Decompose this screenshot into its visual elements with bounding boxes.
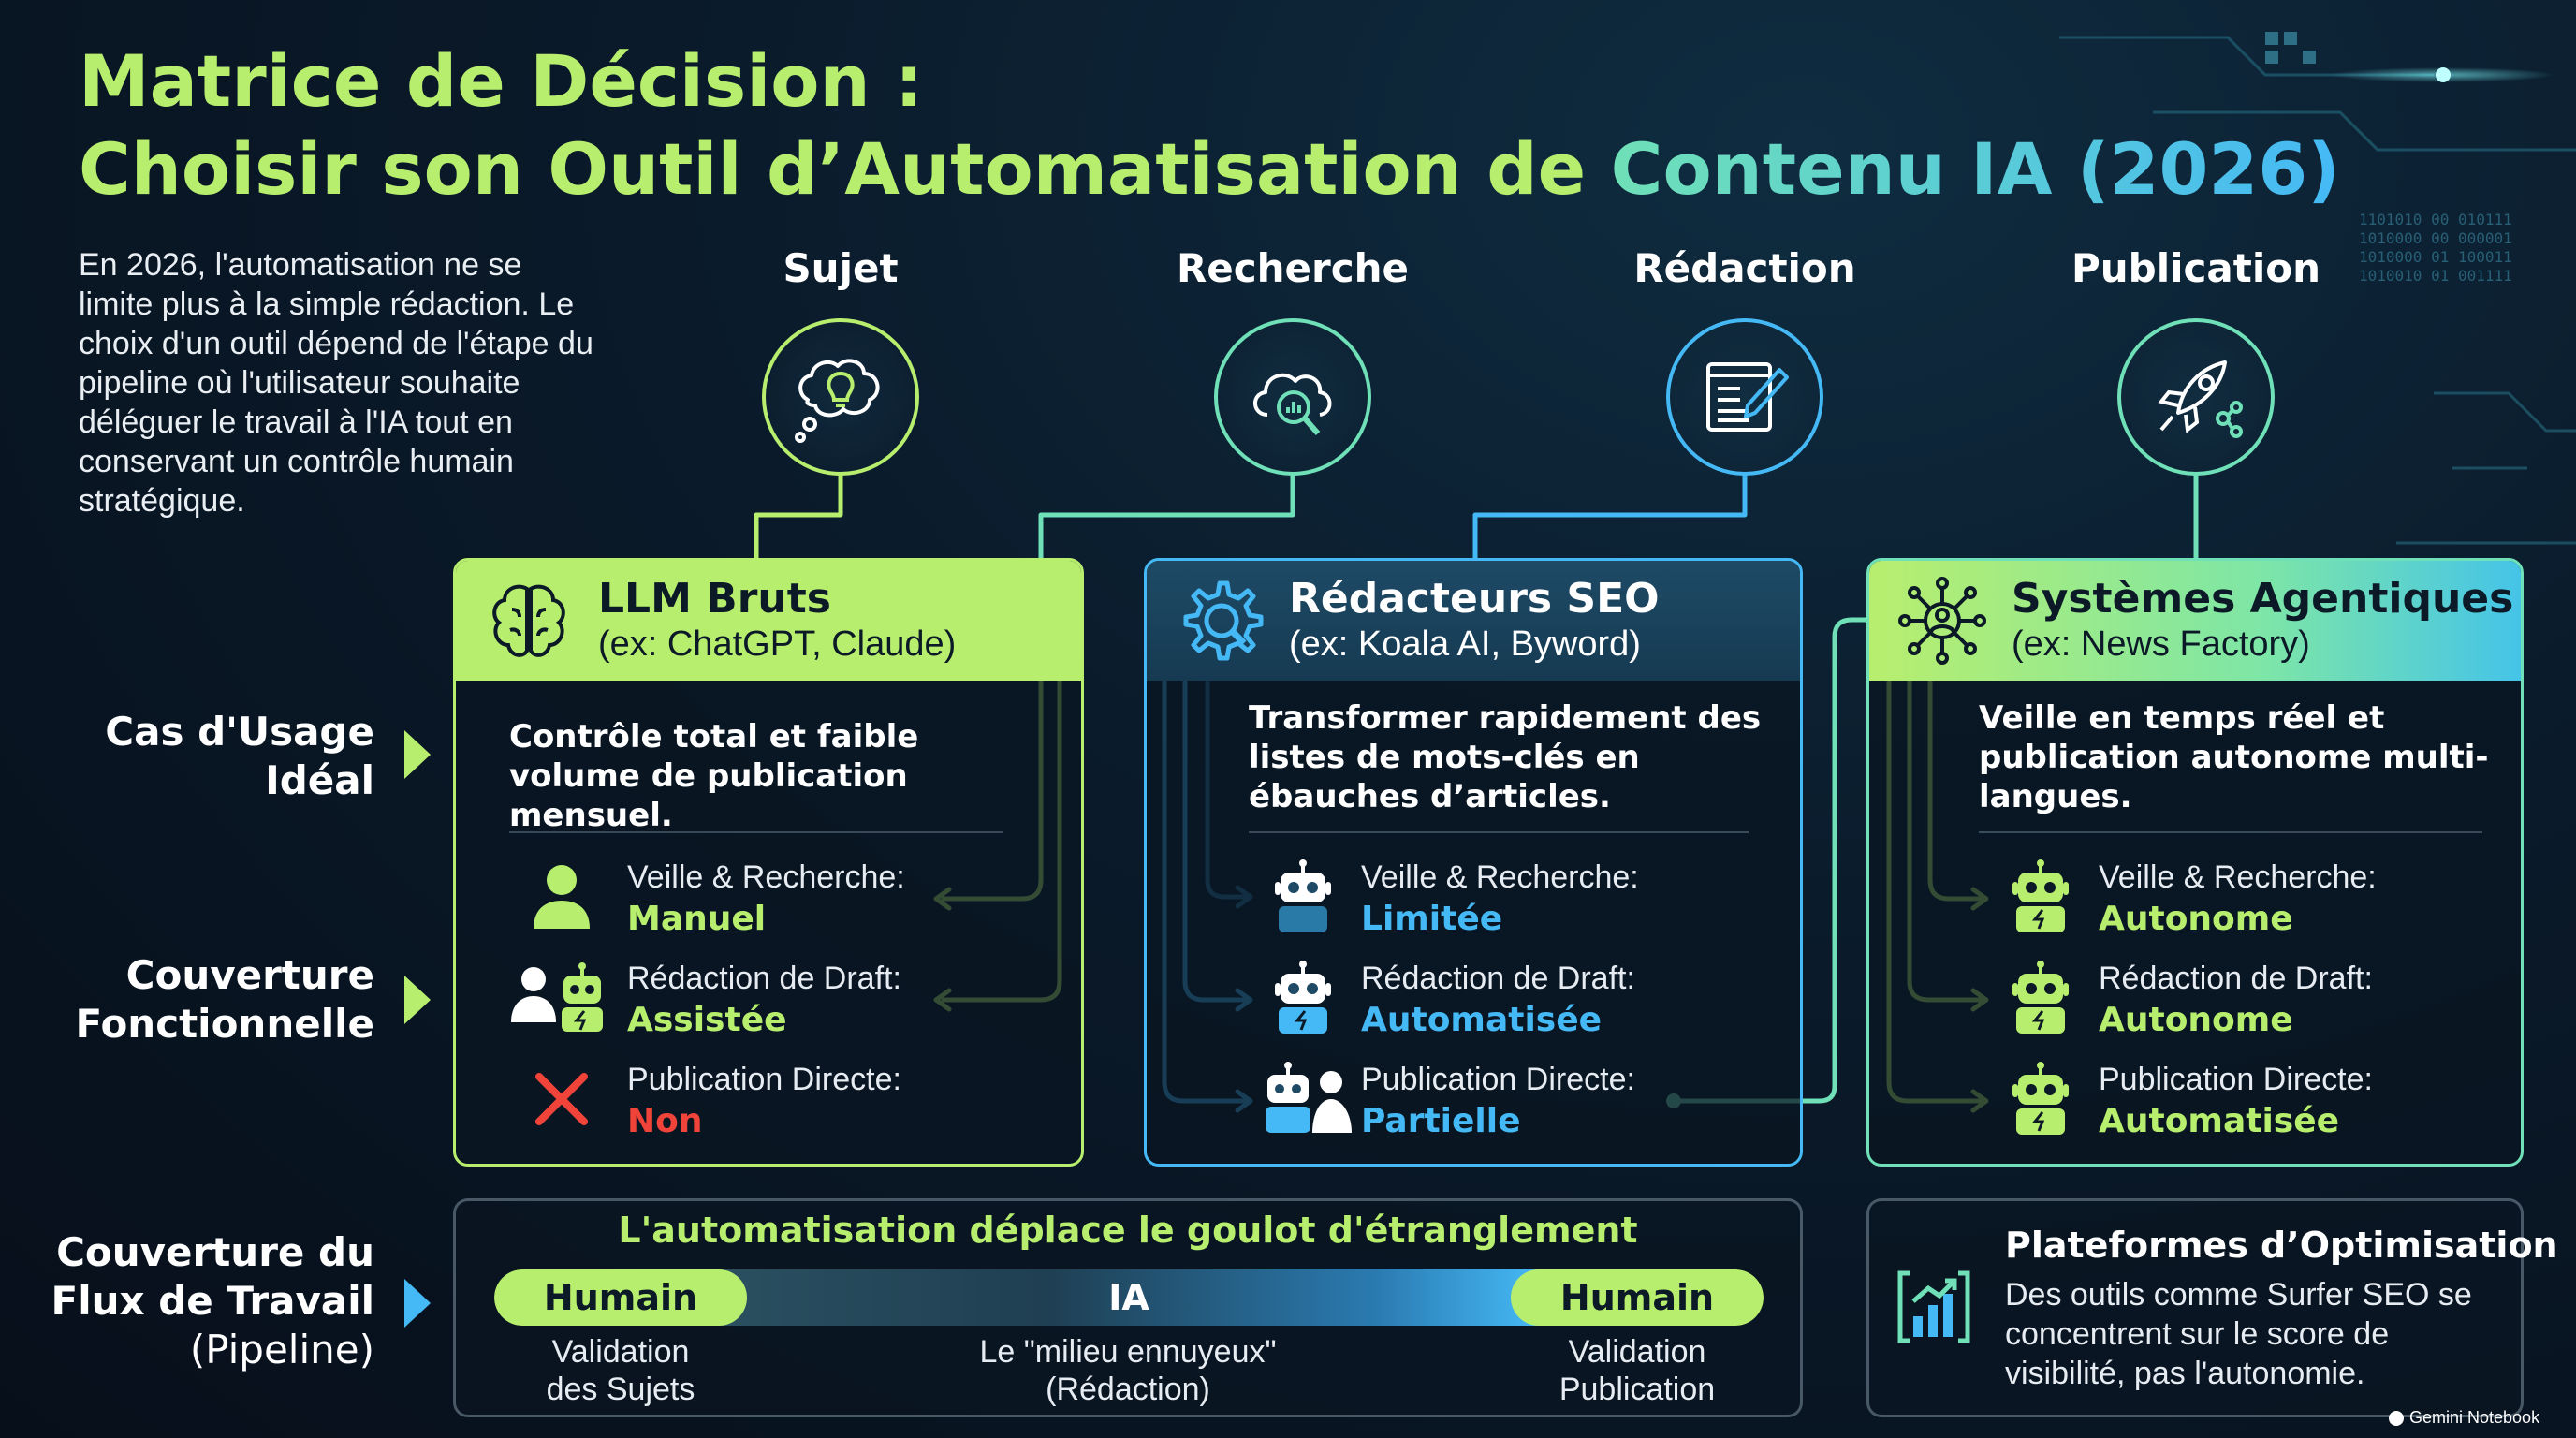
pipeline-bar: Humain IA Humain — [494, 1269, 1764, 1326]
card-header: Rédacteurs SEO (ex: Koala AI, Byword) — [1147, 561, 1800, 681]
feature-label: Veille & Recherche: — [1361, 859, 1639, 895]
row-label-coverage: Couverture Fonctionnelle — [75, 952, 374, 1047]
robot-icon — [2012, 859, 2069, 932]
pipeline-heading: L'automatisation déplace le goulot d'étr… — [618, 1210, 1638, 1251]
intro-text: En 2026, l'automatisation ne se limite p… — [79, 247, 593, 519]
svg-text:1010000 00 000001: 1010000 00 000001 — [2359, 229, 2512, 247]
svg-text:1010010 01 001111: 1010010 01 001111 — [2359, 267, 2512, 285]
optimisation-text: Des outils comme Surfer SEO se concentre… — [2005, 1277, 2472, 1391]
robot-icon — [2012, 1062, 2069, 1135]
cross-icon — [535, 1073, 588, 1125]
row-label-workflow: Couverture du Flux de Travail (Pipeline) — [51, 1229, 374, 1372]
pipeline-segment-humain-1: Humain — [494, 1269, 747, 1326]
stage-label-redaction: Rédaction — [1633, 245, 1856, 291]
stage-label-recherche: Recherche — [1176, 245, 1410, 291]
title-line-2a: Choisir son Outil d’Automatisation de — [79, 127, 1611, 211]
stage-label-sujet: Sujet — [783, 245, 899, 291]
rocket-share-icon — [2158, 360, 2243, 438]
card-example: (ex: ChatGPT, Claude) — [598, 624, 957, 664]
svg-text:1101010 00 010111: 1101010 00 010111 — [2359, 211, 2512, 228]
title-line-1: Matrice de Décision : — [79, 39, 924, 123]
document-pen-icon — [1706, 362, 1789, 432]
optimisation-title: Plateformes d’Optimisation — [2005, 1225, 2558, 1266]
stage-label-publication: Publication — [2071, 245, 2320, 291]
svg-text:1010000 01 100011: 1010000 01 100011 — [2359, 248, 2512, 266]
feature-label: Publication Directe: — [1361, 1062, 1635, 1097]
card-title: Rédacteurs SEO — [1289, 575, 1660, 623]
feature-value: Manuel — [627, 900, 767, 938]
robot-icon — [2012, 961, 2069, 1034]
card-example: (ex: News Factory) — [2012, 624, 2310, 664]
card-usage: Veille en temps réel et publication auto… — [1979, 699, 2489, 815]
row-arrow-workflow — [404, 1279, 431, 1328]
row-arrow-coverage — [404, 976, 431, 1024]
feature-label: Veille & Recherche: — [2099, 859, 2377, 895]
gear-search-icon — [1183, 580, 1264, 661]
card-redacteurs-seo: Rédacteurs SEO (ex: Koala AI, Byword) — [1144, 558, 1803, 1167]
card-title: Systèmes Agentiques — [2012, 575, 2514, 623]
pipeline-caption-2: Le "milieu ennuyeux" (Rédaction) — [979, 1334, 1277, 1407]
feature-label: Publication Directe: — [2099, 1062, 2373, 1097]
card-llm-bruts: LLM Bruts (ex: ChatGPT, Claude) — [453, 558, 1084, 1167]
title-line-2b: Contenu IA (2026) — [1610, 127, 2340, 211]
row-arrow-usage — [404, 730, 431, 779]
page-title: Matrice de Décision : Choisir son Outil … — [79, 37, 2340, 213]
feature-value: Autonome — [2099, 900, 2293, 938]
pipeline-caption-3: Validation Publication — [1559, 1334, 1716, 1407]
feature-value: Partielle — [1361, 1102, 1521, 1140]
pipeline-segment-humain-2: Humain — [1511, 1269, 1764, 1326]
row-label-usage: Cas d'Usage Idéal — [105, 709, 374, 803]
card-title: LLM Bruts — [598, 575, 831, 623]
gemini-logo-icon — [2389, 1410, 2404, 1426]
stage-publication — [2117, 318, 2275, 476]
card-systemes-agentiques: Systèmes Agentiques (ex: News Factory) — [1866, 558, 2524, 1167]
cloud-search-icon — [1253, 373, 1332, 435]
chart-arrows-icon — [1897, 1270, 1970, 1343]
feature-value: Limitée — [1361, 900, 1503, 938]
card-header: LLM Bruts (ex: ChatGPT, Claude) — [456, 561, 1081, 681]
feature-value: Autonome — [2099, 1001, 2293, 1039]
feature-value: Automatisée — [1361, 1001, 1603, 1039]
stage-sujet — [762, 318, 919, 476]
feature-label: Veille & Recherche: — [627, 859, 905, 895]
pipeline-segment-ia: IA — [719, 1269, 1539, 1326]
brain-icon — [492, 584, 565, 657]
pipeline-caption-1: Validation des Sujets — [546, 1334, 695, 1407]
feature-value: Non — [627, 1102, 703, 1140]
network-person-icon — [1898, 577, 1986, 665]
optimisation-box — [1866, 1198, 2524, 1417]
thought-bulb-icon — [795, 359, 880, 443]
person-icon — [534, 865, 590, 929]
feature-value: Automatisée — [2099, 1102, 2340, 1140]
robot-icon — [1275, 859, 1331, 932]
footer-brand: Gemini Notebook — [2389, 1408, 2539, 1428]
robot-icon — [1275, 961, 1331, 1034]
person-robot-icon — [511, 962, 603, 1032]
divider — [509, 831, 1003, 833]
feature-label: Rédaction de Draft: — [2099, 961, 2373, 996]
robot-person-icon — [1266, 1062, 1352, 1133]
card-header: Systèmes Agentiques (ex: News Factory) — [1869, 561, 2521, 681]
divider — [1979, 831, 2482, 833]
stage-recherche — [1214, 318, 1371, 476]
card-usage: Transformer rapidement des listes de mot… — [1249, 699, 1762, 815]
feature-value: Assistée — [627, 1001, 787, 1039]
feature-label: Rédaction de Draft: — [627, 961, 901, 996]
card-usage: Contrôle total et faible volume de publi… — [509, 718, 919, 834]
feature-label: Rédaction de Draft: — [1361, 961, 1635, 996]
divider — [1249, 831, 1749, 833]
feature-label: Publication Directe: — [627, 1062, 901, 1097]
card-example: (ex: Koala AI, Byword) — [1289, 624, 1641, 664]
